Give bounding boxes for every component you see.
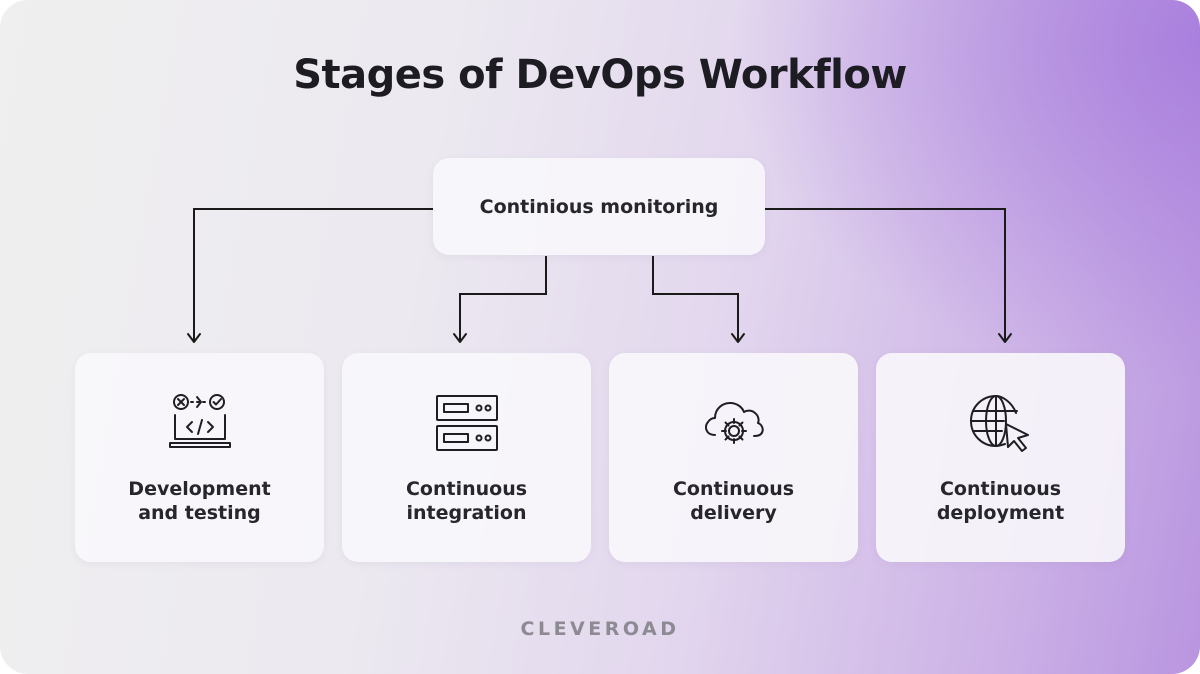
- node-continuous-delivery: Continuous delivery: [609, 353, 858, 562]
- node-label: Continious monitoring: [479, 195, 719, 218]
- connector-to-development: [193, 208, 433, 342]
- node-label: Continuous integration: [405, 478, 528, 524]
- connector-to-delivery: [652, 256, 739, 342]
- node-continuous-integration: Continuous integration: [342, 353, 591, 562]
- arrowhead-development: [187, 333, 201, 343]
- node-label: Continuous deployment: [936, 478, 1065, 524]
- node-label: Development and testing: [128, 478, 271, 524]
- diagram-title: Stages of DevOps Workflow: [293, 52, 907, 98]
- arrowhead-deployment: [998, 333, 1012, 343]
- server-rack-icon: [436, 395, 498, 451]
- arrowhead-delivery: [731, 333, 745, 343]
- cloud-gear-icon: [705, 402, 764, 444]
- brand-logo: CLEVEROAD: [520, 618, 680, 640]
- globe-cursor-icon: [970, 395, 1029, 452]
- connector-to-integration: [459, 256, 547, 342]
- laptop-code-icon: [169, 394, 231, 448]
- node-development-testing: Development and testing: [75, 353, 324, 562]
- node-continuous-monitoring: Continious monitoring: [433, 158, 765, 255]
- node-label: Continuous delivery: [672, 478, 795, 524]
- connector-to-deployment: [765, 208, 1006, 342]
- node-continuous-deployment: Continuous deployment: [876, 353, 1125, 562]
- arrowhead-integration: [453, 333, 467, 343]
